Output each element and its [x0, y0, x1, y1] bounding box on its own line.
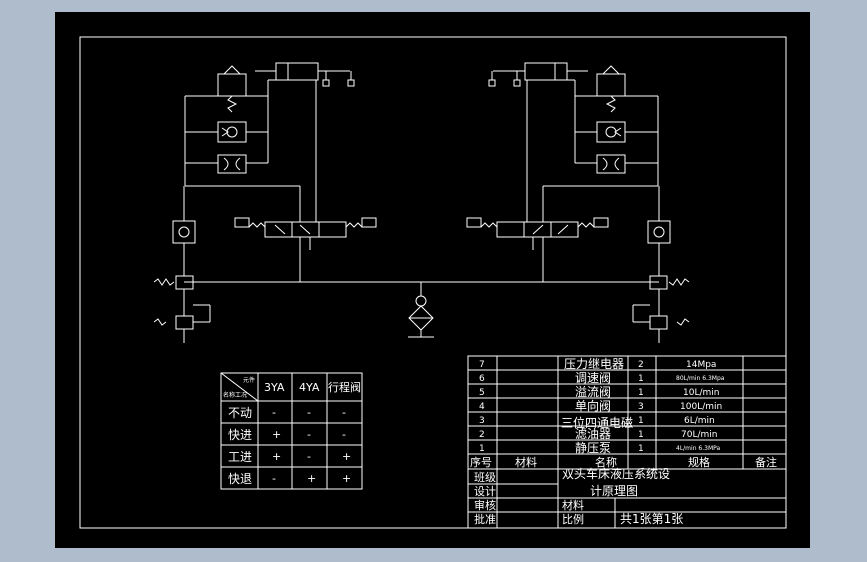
table-header-travel-valve: 行程阀: [328, 380, 361, 394]
title-block: 班级 设计 审核 批准 双头车床液压系统设 计原理图 材料 比例 共1张第1张: [474, 466, 683, 526]
left-relief-valve-2: [175, 315, 194, 330]
left-throttle-valve: [217, 154, 247, 174]
parts-no: 4: [479, 402, 485, 412]
parts-name: 三位四通电磁: [561, 415, 633, 430]
parts-qty: 1: [638, 416, 644, 426]
parts-no: 5: [479, 388, 485, 398]
parts-header-name: 名称: [595, 455, 617, 469]
solenoid-action-table: 元件 名称工况 3YA 4YA 行程阀 不动 - - - 快进 + - - 工进…: [220, 372, 363, 490]
parts-qty: 1: [638, 374, 644, 384]
parts-spec: 6L/min: [684, 416, 715, 426]
table-header-3ya: 3YA: [264, 381, 285, 394]
left-check-valve: [217, 121, 247, 143]
parts-list: 7 压力继电器 2 14Mpa 6 调速阀 1 80L/min 6.3Mpa 5…: [467, 355, 787, 529]
table-cell: +: [342, 450, 351, 463]
left-check-valve-2: [172, 220, 196, 244]
parts-header-no: 序号: [470, 455, 492, 469]
parts-spec: 10L/min: [683, 388, 719, 398]
parts-header-remark: 备注: [755, 455, 777, 469]
drawing-title-line1: 双头车床液压系统设: [562, 466, 670, 481]
left-solenoid-3ya: [234, 217, 250, 228]
left-limit-switch-1: [322, 79, 330, 87]
parts-name: 滤油器: [575, 427, 611, 441]
table-corner-top: 元件: [243, 376, 255, 384]
parts-name: 静压泵: [575, 441, 611, 455]
parts-spec: 100L/min: [680, 402, 722, 412]
table-row-name: 工进: [228, 450, 252, 464]
table-cell: -: [272, 472, 276, 485]
table-row-name: 不动: [228, 406, 252, 420]
table-cell: -: [342, 406, 346, 419]
table-cell: -: [342, 428, 346, 441]
drawing-border: [79, 36, 787, 529]
parts-header-material: 材料: [515, 455, 537, 469]
left-directional-valve: [264, 221, 347, 238]
parts-name: 单向阀: [575, 398, 611, 413]
title-label-review: 审核: [474, 498, 496, 512]
parts-no: 2: [479, 430, 485, 440]
left-limit-switch-2: [347, 79, 355, 87]
drawing-title-line2: 计原理图: [590, 484, 638, 498]
parts-qty: 1: [638, 430, 644, 440]
parts-no: 7: [479, 360, 485, 370]
left-circuit: [153, 62, 377, 343]
parts-name: 调速阀: [575, 371, 611, 385]
table-row-name: 快退: [228, 472, 252, 486]
parts-no: 1: [479, 444, 485, 454]
table-corner-bottom: 名称工况: [223, 391, 247, 399]
table-cell: +: [272, 428, 281, 441]
parts-no: 6: [479, 374, 485, 384]
table-cell: +: [307, 472, 316, 485]
right-circuit: [466, 62, 690, 343]
parts-no: 3: [479, 416, 485, 426]
title-label-approve: 批准: [474, 512, 496, 526]
title-label-design: 设计: [474, 485, 496, 498]
left-cylinder: [275, 62, 319, 81]
table-cell: -: [307, 406, 311, 419]
table-cell: +: [342, 472, 351, 485]
parts-spec: 80L/min 6.3Mpa: [676, 375, 725, 382]
parts-qty: 2: [638, 360, 644, 370]
parts-name: 压力继电器: [564, 357, 624, 371]
parts-spec: 14Mpa: [686, 360, 716, 370]
title-sheet-info: 共1张第1张: [620, 512, 683, 526]
parts-qty: 3: [638, 402, 644, 412]
parts-qty: 1: [638, 388, 644, 398]
table-cell: +: [272, 450, 281, 463]
table-header-4ya: 4YA: [299, 381, 320, 394]
table-cell: -: [307, 428, 311, 441]
left-solenoid-4ya: [361, 217, 377, 228]
pump-symbol: [415, 295, 427, 307]
title-material-label: 材料: [562, 498, 584, 512]
title-label-class: 班级: [474, 471, 496, 484]
table-row-name: 快进: [228, 428, 252, 442]
title-scale-label: 比例: [562, 512, 584, 526]
table-cell: -: [272, 406, 276, 419]
parts-name: 溢流阀: [575, 385, 611, 399]
parts-spec: 4L/min 6.3MPa: [676, 445, 720, 452]
parts-header-spec: 规格: [688, 455, 710, 469]
parts-spec: 70L/min: [681, 430, 717, 440]
left-pressure-relay: [217, 73, 247, 97]
parts-qty: 1: [638, 444, 644, 454]
table-cell: -: [307, 450, 311, 463]
